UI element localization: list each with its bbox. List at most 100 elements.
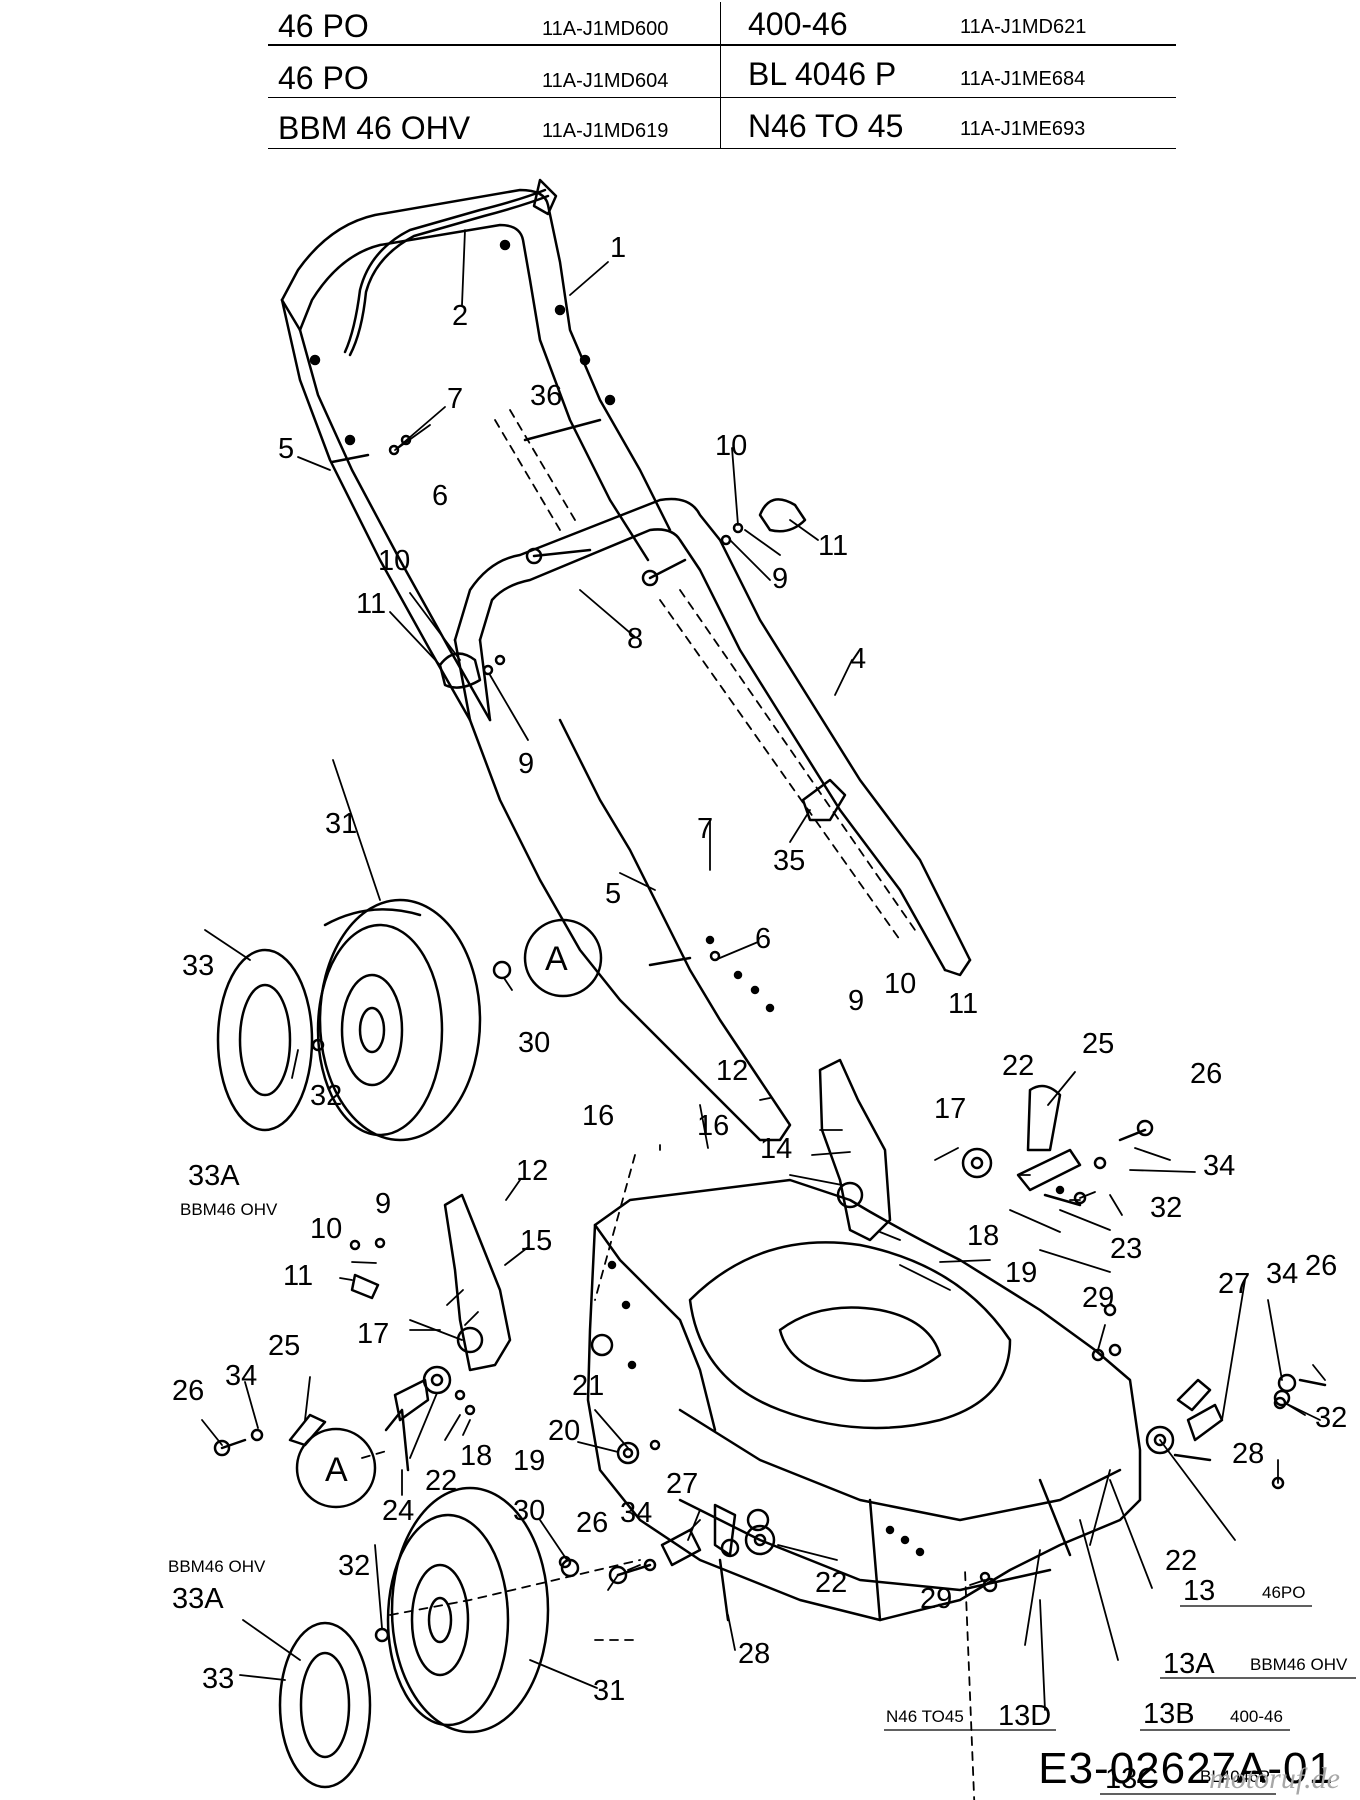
note-13d-model: N46 TO45: [886, 1707, 964, 1726]
label-p34a: 34: [1203, 1150, 1235, 1182]
wheel-hardware-left: [213, 1237, 661, 1472]
table-rule: [268, 97, 1176, 98]
table-code: 11A-J1MD619: [542, 120, 669, 142]
label-p10b: 10: [378, 545, 410, 577]
table-model: BL 4046 P: [748, 56, 897, 92]
label-detail-a: A: [325, 1451, 348, 1489]
label-p28b: 28: [738, 1638, 770, 1670]
label-p23: 23: [1110, 1233, 1142, 1265]
label-p34b: 34: [225, 1360, 257, 1392]
label-p6b: 6: [755, 923, 771, 955]
detail-a-callout: [523, 918, 603, 998]
label-p30b: 30: [513, 1495, 545, 1527]
label-p16a: 16: [582, 1100, 614, 1132]
label-p28a: 28: [1232, 1438, 1264, 1470]
label-p33Aa: 33A: [188, 1160, 240, 1192]
label-p19b: 19: [513, 1445, 545, 1477]
label-p32a: 32: [310, 1080, 342, 1112]
label-p25b: 25: [268, 1330, 300, 1362]
label-p29a: 29: [1082, 1282, 1114, 1314]
label-p5a: 5: [278, 433, 294, 465]
table-rule: [268, 44, 1176, 46]
label-p11a: 11: [818, 530, 848, 562]
label-p22a: 22: [1002, 1050, 1034, 1082]
label-p22d: 22: [815, 1567, 847, 1599]
label-p15: 15: [520, 1225, 552, 1257]
label-p18a: 18: [967, 1220, 999, 1252]
label-p8: 8: [627, 623, 643, 655]
table-code: 11A-J1MD604: [542, 70, 669, 92]
label-p25a: 25: [1082, 1028, 1114, 1060]
label-p32d: 32: [338, 1550, 370, 1582]
label-p16b: 16: [697, 1110, 729, 1142]
leader-lines: [201, 229, 1326, 1711]
label-p33a: 33: [182, 950, 214, 982]
label-p13c: 13C: [1105, 1763, 1158, 1795]
label-p27b: 27: [666, 1468, 698, 1500]
label-p31a: 31: [325, 808, 357, 840]
label-p26d: 26: [576, 1507, 608, 1539]
note-13b-model: 400-46: [1230, 1707, 1283, 1726]
label-p22c: 22: [1165, 1545, 1197, 1577]
detail-a-callout: [295, 1427, 377, 1509]
label-p18b: 18: [460, 1440, 492, 1472]
table-code: 11A-J1MD621: [960, 16, 1087, 38]
label-p31b: 31: [593, 1675, 625, 1707]
label-p11c: 11: [948, 988, 978, 1020]
label-p9a: 9: [772, 563, 788, 595]
table-model: 46 PO: [278, 60, 369, 96]
label-p9d: 9: [375, 1188, 391, 1220]
label-p2: 2: [452, 300, 468, 332]
mower-deck: [586, 1178, 1142, 1622]
alignment-lines: [361, 409, 976, 1800]
label-p36: 36: [530, 380, 562, 412]
label-p10a: 10: [715, 430, 747, 462]
label-p1: 1: [610, 232, 626, 264]
label-p14: 14: [760, 1133, 792, 1165]
label-p21: 21: [572, 1370, 604, 1402]
hardware: [330, 418, 847, 967]
note-bbm46ohv: BBM46 OHV: [180, 1200, 278, 1219]
label-p7a: 7: [447, 383, 463, 415]
table-divider: [720, 2, 721, 148]
label-p6a: 6: [432, 480, 448, 512]
label-p22b: 22: [425, 1465, 457, 1497]
rear-wheel-lower: [278, 1486, 580, 1789]
label-p32b: 32: [1150, 1192, 1182, 1224]
callout-labels: 1 2 4 5 5 6 6 7 7 8 9 9 9 9 10 10 10 10 …: [172, 232, 1347, 1795]
throttle-cable: [343, 178, 558, 357]
variant-underlines: [884, 1605, 1356, 1795]
label-p24: 24: [382, 1495, 414, 1527]
label-p11d: 11: [283, 1260, 313, 1292]
label-p4: 4: [850, 643, 866, 675]
label-p26c: 26: [1305, 1250, 1337, 1282]
label-p29b: 29: [920, 1583, 952, 1615]
note-13a-model: BBM46 OHV: [1250, 1655, 1348, 1674]
label-p30a: 30: [518, 1027, 550, 1059]
label-p12a: 12: [716, 1055, 748, 1087]
wheel-hardware-right: [558, 1119, 1327, 1622]
label-detail-a: A: [545, 940, 568, 978]
note-13-model: 46PO: [1262, 1583, 1305, 1602]
table-code: 11A-J1ME684: [960, 68, 1086, 90]
table-rule: [268, 148, 1176, 149]
label-p34d: 34: [620, 1497, 652, 1529]
label-p13a: 13A: [1163, 1648, 1215, 1680]
label-p27a: 27: [1218, 1268, 1250, 1300]
label-p5b: 5: [605, 878, 621, 910]
watermark: motoruf.de: [1209, 1762, 1340, 1795]
label-p26b: 26: [172, 1375, 204, 1407]
note-13c-model: BL4046P: [1200, 1767, 1270, 1786]
label-p13b: 13B: [1143, 1698, 1195, 1730]
label-p11b: 11: [356, 588, 386, 620]
label-p13: 13: [1183, 1575, 1215, 1607]
label-p17a: 17: [934, 1093, 966, 1125]
label-p7b: 7: [697, 813, 713, 845]
label-p13d: 13D: [998, 1700, 1051, 1732]
label-p9c: 9: [848, 985, 864, 1017]
label-p32c: 32: [1315, 1402, 1347, 1434]
label-p35: 35: [773, 845, 805, 877]
label-p33b: 33: [202, 1663, 234, 1695]
label-p20: 20: [548, 1415, 580, 1447]
